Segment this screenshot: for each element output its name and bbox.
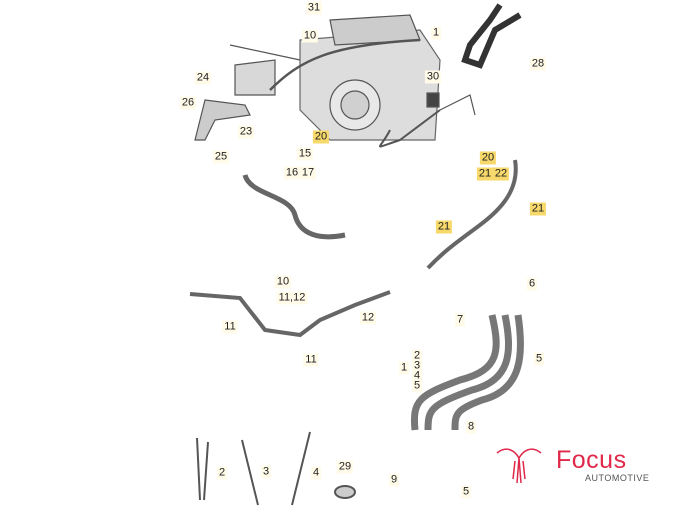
callout-5[interactable]: 5 (411, 379, 423, 393)
callout-16[interactable]: 16 (283, 166, 301, 180)
callout-20-highlighted[interactable]: 20 (312, 130, 330, 144)
callout-11-12[interactable]: 11,12 (276, 291, 308, 305)
callout-8[interactable]: 8 (465, 420, 477, 434)
callout-4[interactable]: 4 (310, 466, 322, 480)
callout-5[interactable]: 5 (460, 485, 472, 499)
callout-2[interactable]: 2 (216, 466, 228, 480)
callout-3[interactable]: 3 (260, 465, 272, 479)
callout-11[interactable]: 11 (303, 353, 319, 367)
harness-15 (242, 174, 346, 240)
callout-30[interactable]: 30 (424, 70, 442, 84)
harness-10 (189, 290, 391, 338)
engine-assembly (229, 14, 476, 148)
callout-25[interactable]: 25 (212, 150, 230, 164)
callout-10[interactable]: 10 (274, 275, 292, 289)
logo-name: Focus (556, 446, 627, 474)
callout-17[interactable]: 17 (299, 166, 317, 180)
callout-31[interactable]: 31 (305, 1, 323, 15)
callout-29[interactable]: 29 (336, 460, 354, 474)
callout-4[interactable]: 4 (411, 369, 423, 383)
callout-20-highlighted[interactable]: 20 (479, 151, 497, 165)
callout-21-highlighted[interactable]: 21 (476, 167, 494, 181)
callout-5[interactable]: 5 (533, 352, 545, 366)
callout-22-highlighted[interactable]: 22 (492, 167, 510, 181)
focus-logo-icon (496, 448, 542, 484)
callout-23[interactable]: 23 (237, 125, 255, 139)
callout-26[interactable]: 26 (179, 96, 197, 110)
probes (196, 431, 356, 506)
harness-20 (426, 159, 518, 270)
logo-tagline: AUTOMOTIVE (585, 473, 650, 483)
callout-7[interactable]: 7 (454, 313, 466, 327)
callout-12[interactable]: 12 (359, 311, 377, 325)
callout-11[interactable]: 11 (222, 320, 238, 334)
ignition-leads (410, 314, 525, 431)
callout-1[interactable]: 1 (398, 361, 410, 375)
callout-15[interactable]: 15 (296, 147, 314, 161)
callout-9[interactable]: 9 (388, 473, 400, 487)
callout-21-highlighted[interactable]: 21 (529, 202, 547, 216)
callout-24[interactable]: 24 (194, 71, 212, 85)
callout-3[interactable]: 3 (411, 359, 423, 373)
bracket-28 (461, 3, 522, 69)
callout-28[interactable]: 28 (529, 57, 547, 71)
bracket-23 (194, 99, 251, 141)
callout-1[interactable]: 1 (430, 26, 442, 40)
callout-10[interactable]: 10 (301, 29, 319, 43)
callout-21-highlighted[interactable]: 21 (435, 220, 453, 234)
callout-6[interactable]: 6 (526, 277, 538, 291)
callout-2[interactable]: 2 (411, 349, 423, 363)
